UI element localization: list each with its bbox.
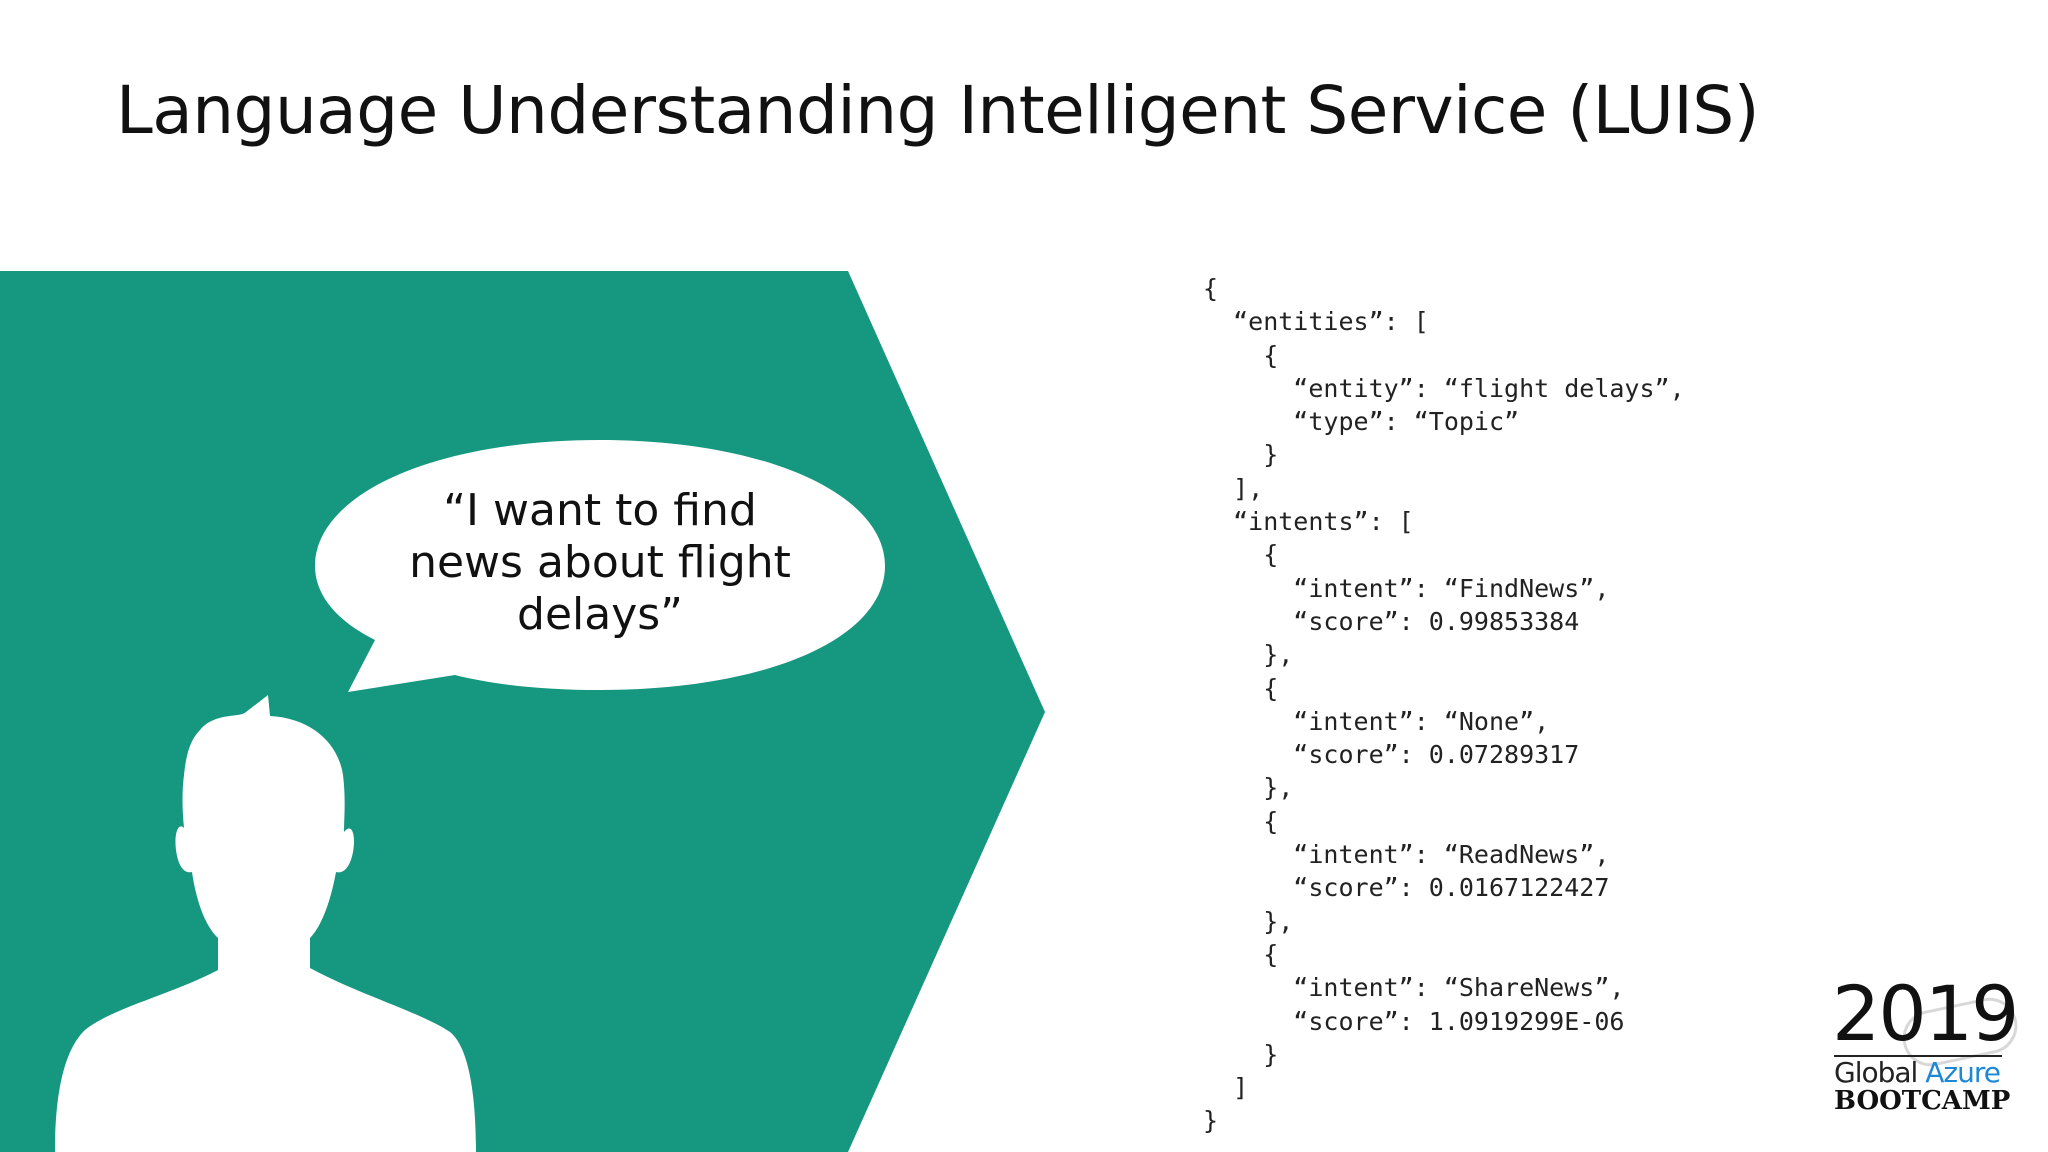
logo-year: 2019 (1832, 969, 2019, 1058)
code-line: “score”: 0.0167122427 (1203, 873, 1610, 903)
code-line: “score”: 0.07289317 (1203, 740, 1580, 770)
code-line: { (1203, 540, 1279, 570)
code-line: “entities”: [ (1203, 307, 1429, 337)
logo-word-azure: Azure (1925, 1056, 2001, 1089)
code-line: “intent”: “None”, (1203, 706, 1550, 736)
code-line: }, (1203, 906, 1294, 936)
speech-line: news about flight (409, 537, 791, 588)
code-line: { (1203, 806, 1279, 836)
logo-divider (1834, 1055, 2002, 1057)
code-line: “intent”: “ReadNews”, (1203, 840, 1610, 870)
speech-line: delays” (517, 589, 683, 640)
global-azure-bootcamp-logo: 2019 Global Azure BOOTCAMP (1832, 974, 2023, 1122)
code-line: { (1203, 340, 1279, 370)
code-line: { (1203, 673, 1279, 703)
code-line: } (1203, 440, 1279, 470)
code-line: “type”: “Topic” (1203, 407, 1520, 437)
code-line: “intents”: [ (1203, 507, 1414, 537)
code-line: }, (1203, 640, 1294, 670)
json-response-code: { “entities”: [ { “entity”: “flight dela… (1203, 272, 1685, 1138)
speech-bubble-shape (315, 440, 885, 692)
code-line: } (1203, 1039, 1279, 1069)
logo-word-global: Global (1834, 1056, 1918, 1089)
code-line: “intent”: “FindNews”, (1203, 573, 1610, 603)
illustration (0, 271, 1045, 1152)
logo-subtitle: Global Azure (1834, 1056, 2001, 1090)
code-line: ] (1203, 1073, 1249, 1103)
slide-title: Language Understanding Intelligent Servi… (116, 72, 1759, 149)
speech-line: “I want to find (443, 485, 757, 536)
code-line: { (1203, 274, 1219, 303)
code-line: “intent”: “ShareNews”, (1203, 973, 1625, 1003)
code-line: “entity”: “flight delays”, (1203, 373, 1685, 403)
code-line: “score”: 0.99853384 (1203, 606, 1580, 636)
code-line: “score”: 1.0919299E-06 (1203, 1006, 1625, 1036)
code-line: } (1203, 1106, 1219, 1136)
logo-word-bootcamp: BOOTCAMP (1834, 1086, 2011, 1116)
code-line: ], (1203, 473, 1264, 503)
code-line: }, (1203, 773, 1294, 803)
speech-bubble-text: “I want to find news about flight delays… (370, 485, 830, 641)
person-silhouette-icon (55, 695, 476, 1152)
code-line: { (1203, 939, 1279, 969)
